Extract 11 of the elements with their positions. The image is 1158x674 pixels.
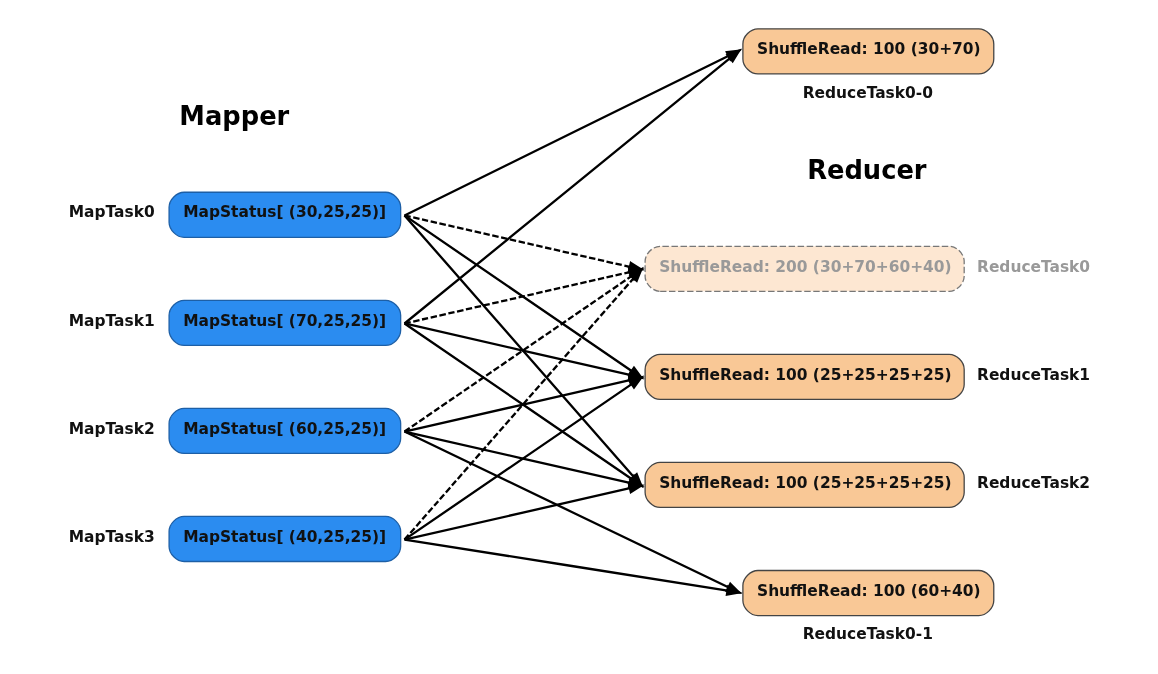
node-label: MapTask3 — [68, 527, 155, 546]
label: Mapper — [178, 101, 289, 132]
node-label: ReduceTask1 — [976, 365, 1090, 384]
node-label: ReduceTask0 — [976, 257, 1090, 276]
node-label: ReduceTask2 — [976, 473, 1090, 492]
node-label: ReduceTask0-0 — [802, 83, 933, 102]
node-label: ReduceTask0-1 — [802, 625, 933, 644]
node-label: MapTask0 — [68, 203, 155, 222]
node-label: MapTask2 — [68, 419, 155, 438]
label: Reducer — [806, 155, 927, 186]
node-label: MapTask1 — [68, 311, 155, 330]
